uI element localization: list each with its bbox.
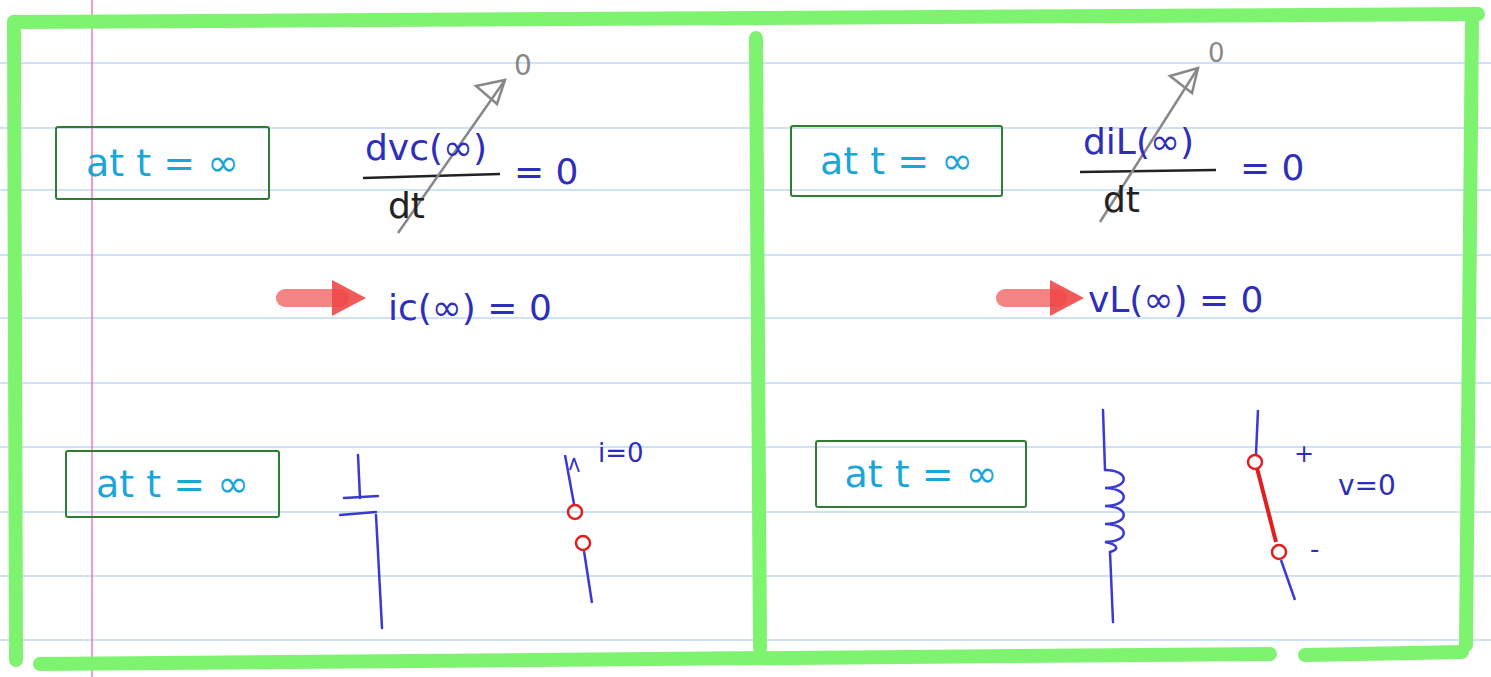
fraction-bar	[363, 174, 500, 178]
denominator-text: dt	[388, 188, 425, 224]
result-equation: vL(∞) = 0	[1088, 282, 1263, 318]
condition-text: at t = ∞	[845, 452, 998, 496]
open-circuit-symbol	[565, 455, 592, 603]
numerator-text: diL(∞)	[1083, 124, 1194, 160]
inductor-symbol	[1103, 410, 1124, 622]
result-equation: ic(∞) = 0	[388, 290, 552, 326]
condition-text: at t = ∞	[86, 141, 239, 185]
condition-box: at t = ∞	[790, 125, 1003, 197]
equation-text: = 0	[514, 154, 579, 190]
ruled-lines	[0, 63, 1491, 640]
cancel-value: 0	[1208, 40, 1225, 66]
fraction-bar	[1080, 170, 1216, 172]
polarity-sign: +	[1294, 442, 1314, 466]
capacitor-symbol	[340, 455, 382, 628]
condition-text: at t = ∞	[96, 462, 249, 506]
polarity-sign: -	[1310, 536, 1319, 562]
condition-text: at t = ∞	[820, 139, 973, 183]
panel-frame	[14, 14, 1478, 664]
condition-box: at t = ∞	[65, 450, 280, 518]
condition-box: at t = ∞	[815, 440, 1027, 508]
margin-line	[91, 0, 92, 677]
short-circuit-symbol	[1248, 410, 1295, 600]
voltage-note: v=0	[1338, 472, 1396, 500]
numerator-text: dvc(∞)	[365, 130, 487, 166]
denominator-text: dt	[1103, 182, 1140, 218]
cancel-arrow	[398, 68, 1198, 233]
condition-box: at t = ∞	[55, 126, 270, 200]
cancel-value: 0	[514, 52, 532, 80]
current-note: i=0	[598, 440, 644, 466]
equation-text: = 0	[1240, 150, 1305, 186]
